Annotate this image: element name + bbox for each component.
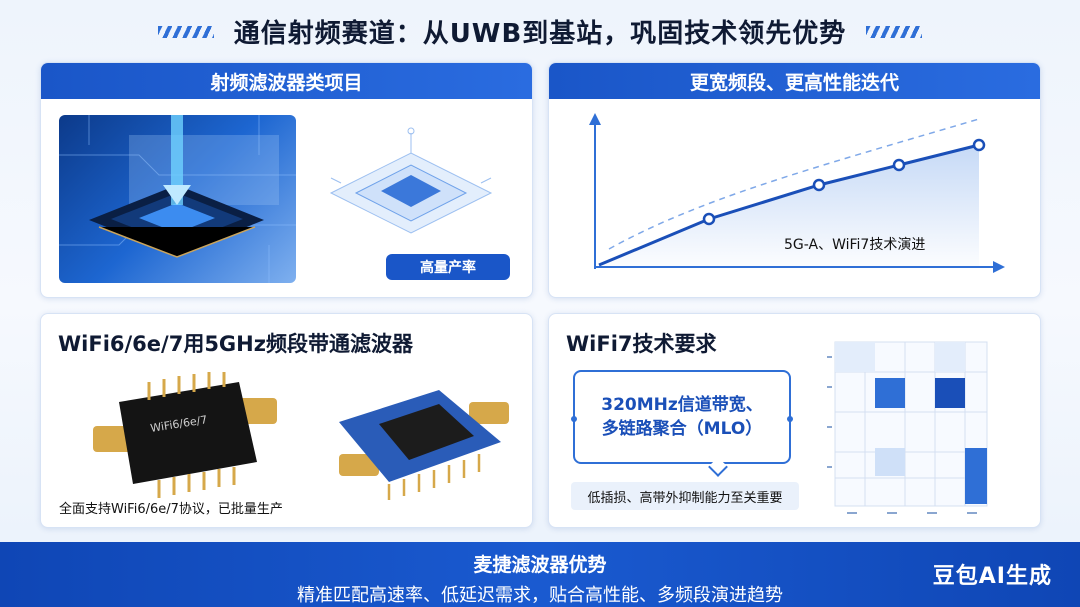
- blue-pcb-filter: [339, 390, 509, 500]
- trend-point: [892, 158, 906, 172]
- trend-dashed-line: [608, 118, 980, 250]
- trend-point: [702, 212, 716, 226]
- spectrum-grid-image: [817, 328, 1007, 518]
- spectrum-grid-illustration: [827, 341, 988, 514]
- title-stripes-left: [158, 26, 214, 38]
- trend-area: [599, 145, 979, 267]
- panel-header: 射频滤波器类项目: [41, 63, 532, 99]
- high-yield-badge: 高量产率: [386, 254, 510, 280]
- callout-dot-left: [571, 416, 577, 422]
- bandwidth-evolution-panel: 更宽频段、更高性能迭代 5G-A、WiFi7技术演进: [548, 62, 1041, 298]
- wifi7-requirements-panel: WiFi7技术要求 320MHz信道带宽、 多链路聚合（MLO） 低插损、高带外…: [548, 313, 1041, 528]
- wifi7-title: WiFi7技术要求: [566, 332, 717, 356]
- footer-subheading: 精准匹配高速率、低延迟需求，贴合高性能、多频段演进趋势: [297, 585, 783, 606]
- x-axis-arrow: [993, 261, 1005, 273]
- title-stripes-right: [866, 26, 922, 38]
- trend-illustration: 5G-A、WiFi7技术演进: [589, 113, 1005, 273]
- trend-point: [812, 178, 826, 192]
- y-axis-arrow: [589, 113, 601, 125]
- page-title: 通信射频赛道：从UWB到基站，巩固技术领先优势: [233, 18, 847, 49]
- chip-illustration: [59, 115, 296, 283]
- chip-board-image: [59, 115, 296, 283]
- rf-filter-projects-panel: 射频滤波器类项目 高量产率: [40, 62, 533, 298]
- callout-line-2: 多链路聚合（MLO）: [601, 419, 763, 439]
- panel-header: 更宽频段、更高性能迭代: [549, 63, 1040, 99]
- chip-outline-image: [326, 123, 496, 253]
- wifi-filter-title: WiFi6/6e/7用5GHz频段带通滤波器: [58, 332, 413, 356]
- filter-product-image: WiFi6/6e/7: [89, 372, 509, 504]
- wifi7-callout: 320MHz信道带宽、 多链路聚合（MLO）: [571, 370, 793, 464]
- filter-product-illustration: WiFi6/6e/7: [93, 372, 509, 500]
- title-bar: 通信射频赛道：从UWB到基站，巩固技术领先优势: [0, 0, 1080, 62]
- chip-outline-illustration: [329, 127, 493, 234]
- wifi-filter-panel: WiFi6/6e/7用5GHz频段带通滤波器 WiFi6/6e/7: [40, 313, 533, 528]
- footer-banner: 麦捷滤波器优势 精准匹配高速率、低延迟需求，贴合高性能、多频段演进趋势 豆包AI…: [0, 542, 1080, 607]
- trend-label: 5G-A、WiFi7技术演进: [784, 237, 925, 253]
- requirement-pill: 低插损、高带外抑制能力至关重要: [571, 482, 799, 510]
- black-filter-module: WiFi6/6e/7: [93, 372, 277, 498]
- callout-line-1: 320MHz信道带宽、: [601, 395, 763, 415]
- callout-dot-right: [787, 416, 793, 422]
- ai-watermark: 豆包AI生成: [932, 564, 1052, 589]
- wifi-filter-caption: 全面支持WiFi6/6e/7协议，已批量生产: [59, 502, 283, 517]
- trend-point: [972, 138, 986, 152]
- footer-heading: 麦捷滤波器优势: [473, 554, 607, 576]
